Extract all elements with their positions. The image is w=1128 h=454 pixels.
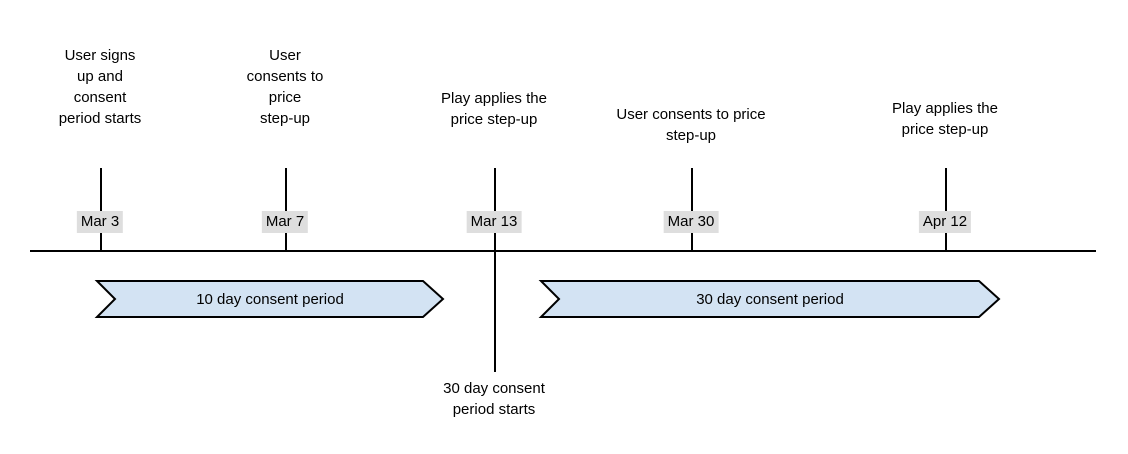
banner-chevron-shape [96, 280, 444, 318]
event-label-consent-10day: User consents to price step-up [246, 47, 324, 127]
event-label-stepup-applied-2: Play applies the price step-up [892, 100, 998, 138]
event-tick-stepup-applied-1 [494, 168, 496, 250]
event-date-signup: Mar 3 [76, 211, 124, 233]
event-tick-30day-period-start [494, 250, 496, 372]
event-date-consent-10day: Mar 7 [261, 211, 309, 233]
event-label-30day-period-start: 30 day consent period starts [443, 380, 545, 418]
event-tick-consent-10day [285, 168, 287, 250]
event-tick-stepup-applied-2 [945, 168, 947, 250]
timeline-axis [30, 250, 1096, 252]
event-label-consent-30day: User consents to price step-up [616, 106, 766, 144]
event-label-signup: User signs up and consent period starts [58, 47, 142, 127]
event-date-consent-30day: Mar 30 [663, 211, 719, 233]
event-date-stepup-applied-1: Mar 13 [466, 211, 522, 233]
event-date-stepup-applied-2: Apr 12 [918, 211, 972, 233]
event-tick-consent-30day [691, 168, 693, 250]
event-label-stepup-applied-1: Play applies the price step-up [441, 90, 547, 128]
banner-chevron-shape [540, 280, 1000, 318]
banner-10-day-consent-period: 10 day consent period [96, 280, 444, 318]
banner-30-day-consent-period: 30 day consent period [540, 280, 1000, 318]
event-tick-signup [100, 168, 102, 250]
